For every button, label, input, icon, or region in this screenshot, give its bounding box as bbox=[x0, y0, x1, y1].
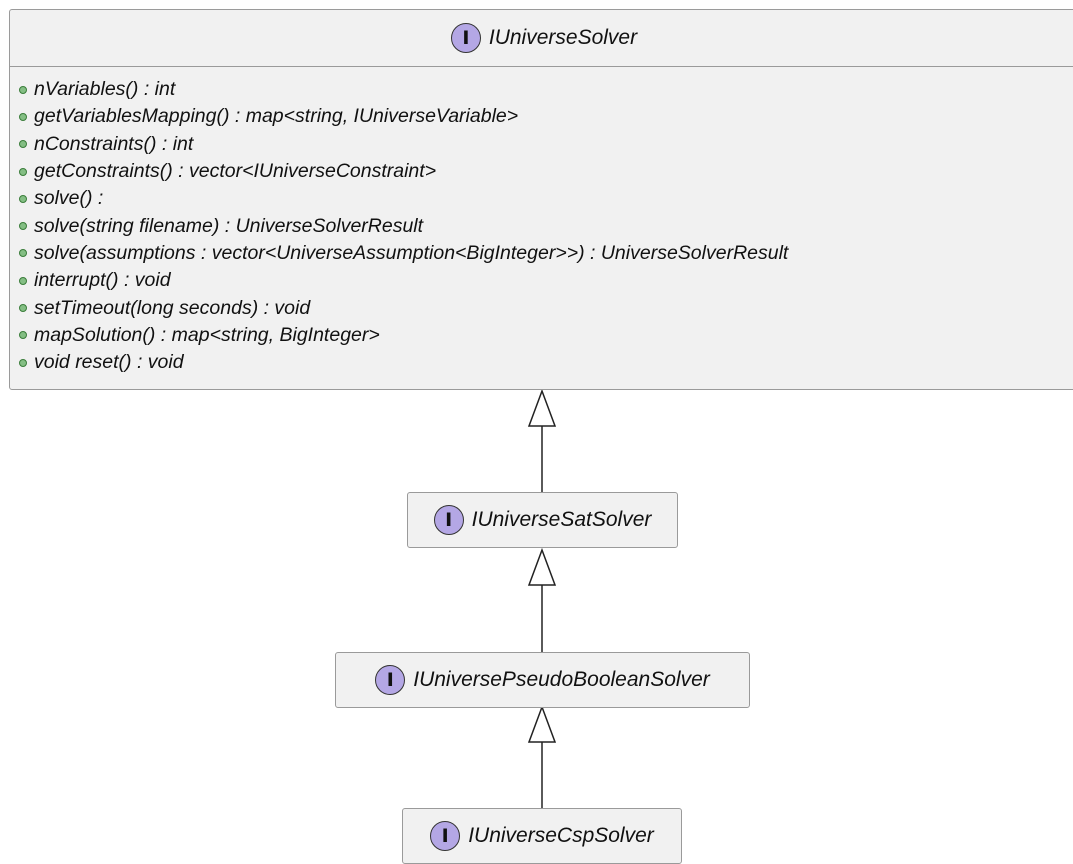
public-method-icon bbox=[19, 140, 27, 149]
method-list: nVariables() : int getVariablesMapping()… bbox=[10, 67, 1073, 376]
edge-pb-to-sat bbox=[527, 547, 557, 652]
method-item: setTimeout(long seconds) : void bbox=[19, 294, 1073, 321]
public-method-icon bbox=[19, 167, 27, 176]
method-item: solve(string filename) : UniverseSolverR… bbox=[19, 212, 1073, 239]
public-method-icon bbox=[19, 358, 27, 367]
interface-icon: I bbox=[433, 505, 464, 535]
method-item: getConstraints() : vector<IUniverseConst… bbox=[19, 158, 1073, 185]
edge-sat-to-solver bbox=[527, 388, 557, 492]
interface-icon: I bbox=[375, 665, 406, 695]
public-method-icon bbox=[19, 85, 27, 94]
interface-name: IUniverseSolver bbox=[488, 26, 638, 49]
method-item: nVariables() : int bbox=[19, 76, 1073, 103]
public-method-icon bbox=[19, 222, 27, 231]
interface-header: I IUniverseSolver bbox=[10, 10, 1073, 67]
method-item: getVariablesMapping() : map<string, IUni… bbox=[19, 103, 1073, 130]
method-item: solve(assumptions : vector<UniverseAssum… bbox=[19, 240, 1073, 267]
method-signature: solve() : bbox=[34, 187, 104, 210]
method-signature: interrupt() : void bbox=[34, 269, 171, 292]
public-method-icon bbox=[19, 194, 27, 203]
method-signature: solve(string filename) : UniverseSolverR… bbox=[34, 214, 424, 237]
public-method-icon bbox=[19, 331, 27, 340]
public-method-icon bbox=[19, 112, 27, 121]
public-method-icon bbox=[19, 276, 27, 285]
method-signature: nVariables() : int bbox=[34, 78, 176, 101]
interface-iuniversesolver[interactable]: I IUniverseSolver nVariables() : int get… bbox=[9, 9, 1073, 390]
method-signature: mapSolution() : map<string, BigInteger> bbox=[34, 323, 380, 346]
interface-iuniversecspsolver[interactable]: I IUniverseCspSolver bbox=[402, 808, 682, 864]
method-item: void reset() : void bbox=[19, 349, 1073, 376]
public-method-icon bbox=[19, 249, 27, 258]
interface-iuniversepseudobooleansolver[interactable]: I IUniversePseudoBooleanSolver bbox=[335, 652, 750, 708]
method-item: mapSolution() : map<string, BigInteger> bbox=[19, 322, 1073, 349]
interface-name: IUniversePseudoBooleanSolver bbox=[413, 668, 710, 691]
method-item: solve() : bbox=[19, 185, 1073, 212]
method-signature: getConstraints() : vector<IUniverseConst… bbox=[34, 160, 437, 183]
interface-icon: I bbox=[450, 23, 481, 53]
edge-csp-to-pb bbox=[527, 704, 557, 808]
interface-iuniversesatsolver[interactable]: I IUniverseSatSolver bbox=[407, 492, 678, 548]
method-item: nConstraints() : int bbox=[19, 131, 1073, 158]
method-item: interrupt() : void bbox=[19, 267, 1073, 294]
interface-icon: I bbox=[430, 821, 461, 851]
method-signature: setTimeout(long seconds) : void bbox=[34, 296, 311, 319]
method-signature: nConstraints() : int bbox=[34, 132, 194, 155]
method-signature: solve(assumptions : vector<UniverseAssum… bbox=[34, 241, 789, 264]
method-signature: getVariablesMapping() : map<string, IUni… bbox=[34, 105, 519, 128]
public-method-icon bbox=[19, 304, 27, 313]
method-signature: void reset() : void bbox=[34, 351, 184, 374]
interface-name: IUniverseCspSolver bbox=[468, 824, 654, 847]
interface-name: IUniverseSatSolver bbox=[471, 508, 652, 531]
